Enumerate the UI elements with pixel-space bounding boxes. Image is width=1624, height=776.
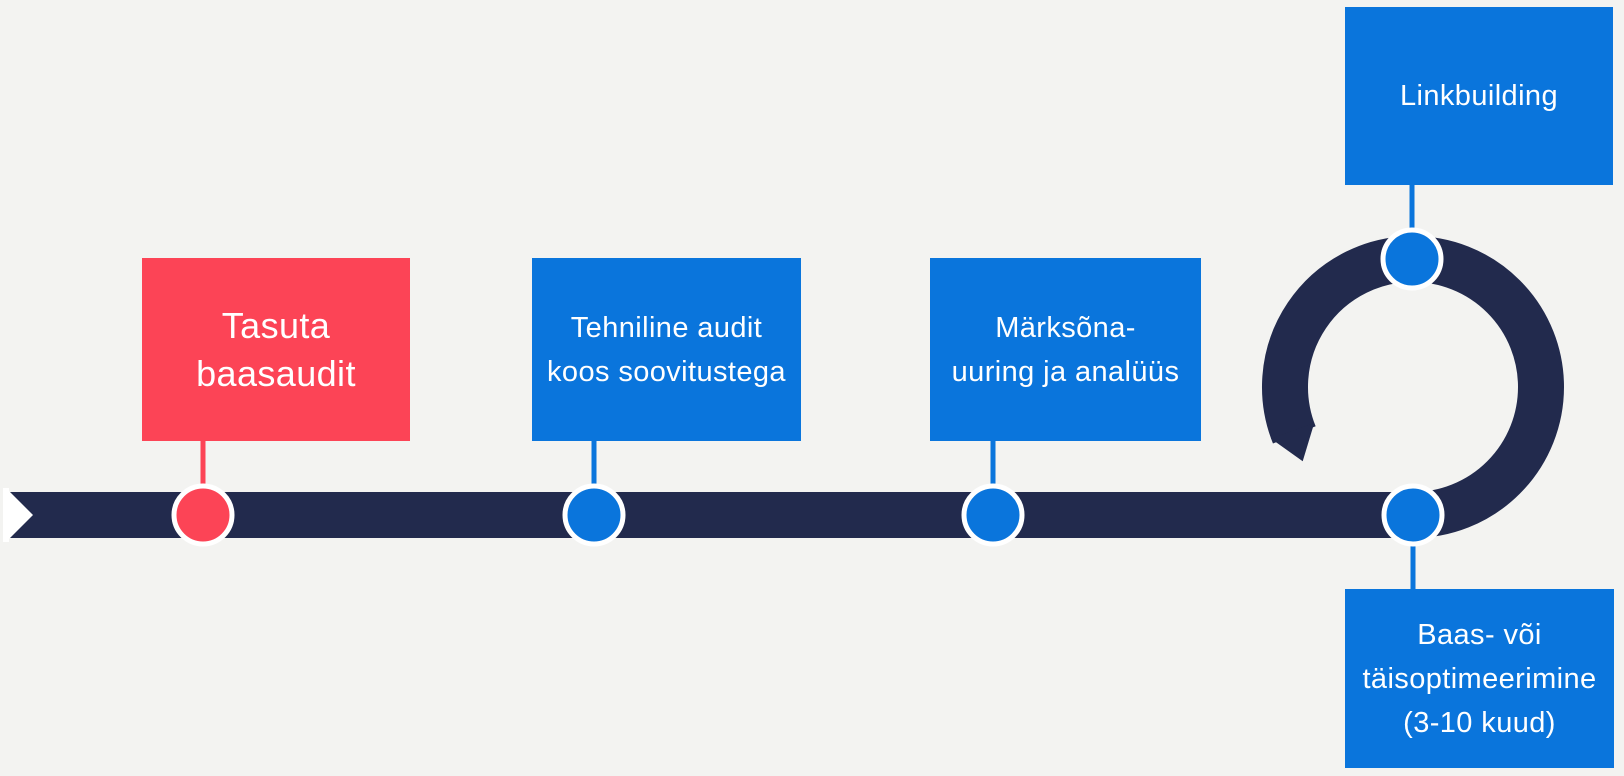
step-label-line: koos soovitustega xyxy=(547,355,786,388)
timeline-node-1 xyxy=(171,483,235,547)
timeline-band xyxy=(9,492,1413,538)
step-box-optimeerimine: Baas- või täisoptimeerimine (3-10 kuud) xyxy=(1345,589,1614,768)
step-box-tasuta-baasaudit: Tasuta baasaudit xyxy=(142,258,410,441)
step-label-line: täisoptimeerimine xyxy=(1362,662,1597,695)
timeline-start-bar xyxy=(3,488,9,542)
loop-arrowhead-icon xyxy=(1271,422,1315,462)
step-label-line: uuring ja analüüs xyxy=(951,355,1180,388)
step-label-line: (3-10 kuud) xyxy=(1403,706,1556,739)
timeline-node-3 xyxy=(961,483,1025,547)
step-label-line: Linkbuilding xyxy=(1400,80,1558,112)
step-label-line: Tehniline audit xyxy=(570,311,763,344)
step-label-line: Märksõna- xyxy=(995,311,1136,344)
timeline-node-2 xyxy=(562,483,626,547)
step-box-linkbuilding: Linkbuilding xyxy=(1345,7,1613,185)
step-box-tehniline-audit: Tehniline audit koos soovitustega xyxy=(532,258,801,441)
step-label-line: Tasuta xyxy=(221,304,331,346)
timeline-node-4 xyxy=(1380,227,1444,291)
step-box-marksona-uuring: Märksõna- uuring ja analüüs xyxy=(930,258,1201,441)
step-label-line: baasaudit xyxy=(196,352,356,394)
timeline-start-arrow-icon xyxy=(9,491,33,539)
step-label-line: Baas- või xyxy=(1417,618,1542,651)
timeline-node-5 xyxy=(1381,483,1445,547)
loop-arc xyxy=(1262,235,1564,538)
